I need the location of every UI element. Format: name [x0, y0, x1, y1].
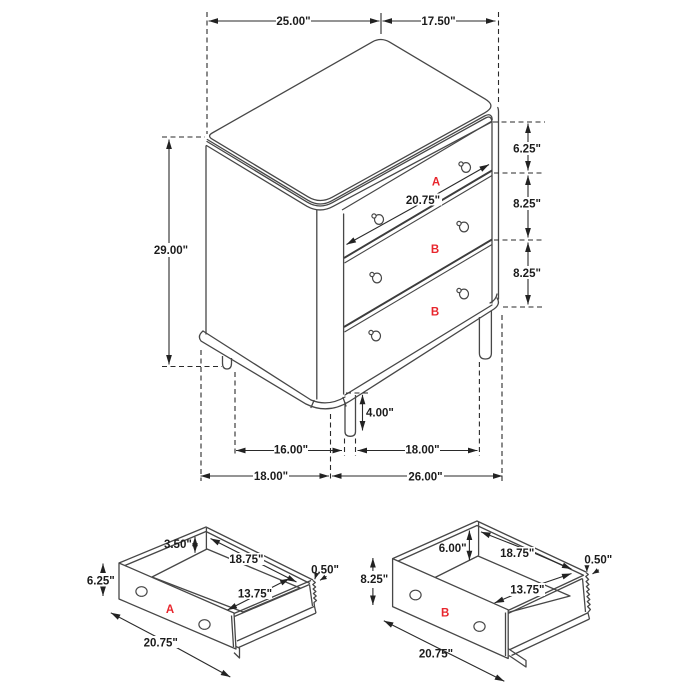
svg-text:18.75": 18.75" [500, 548, 534, 560]
svg-text:8.25": 8.25" [513, 199, 541, 211]
svg-text:6.00": 6.00" [439, 543, 467, 555]
svg-text:26.00": 26.00" [408, 472, 442, 484]
svg-text:8.25": 8.25" [513, 268, 541, 280]
svg-text:6.25": 6.25" [87, 576, 115, 588]
svg-text:B: B [441, 608, 449, 620]
svg-text:17.50": 17.50" [421, 16, 455, 28]
svg-text:18.75": 18.75" [229, 554, 263, 566]
svg-text:A: A [166, 604, 174, 616]
svg-text:29.00": 29.00" [154, 245, 188, 257]
svg-text:16.00": 16.00" [274, 445, 308, 457]
svg-text:8.25": 8.25" [360, 574, 388, 586]
svg-text:20.75": 20.75" [419, 649, 453, 661]
svg-text:20.75": 20.75" [406, 195, 440, 207]
svg-text:4.00": 4.00" [366, 408, 394, 420]
svg-text:13.75": 13.75" [238, 589, 272, 601]
svg-text:13.75": 13.75" [510, 585, 544, 597]
svg-text:18.00": 18.00" [254, 471, 288, 483]
svg-text:A: A [432, 177, 440, 189]
svg-text:B: B [431, 244, 439, 256]
svg-text:20.75": 20.75" [144, 638, 178, 650]
svg-text:18.00": 18.00" [405, 445, 439, 457]
svg-text:3.50": 3.50" [164, 539, 192, 551]
svg-text:B: B [431, 307, 439, 319]
svg-text:6.25": 6.25" [513, 144, 541, 156]
svg-text:0.50": 0.50" [311, 565, 339, 577]
svg-text:0.50": 0.50" [584, 555, 612, 567]
svg-text:25.00": 25.00" [276, 16, 310, 28]
